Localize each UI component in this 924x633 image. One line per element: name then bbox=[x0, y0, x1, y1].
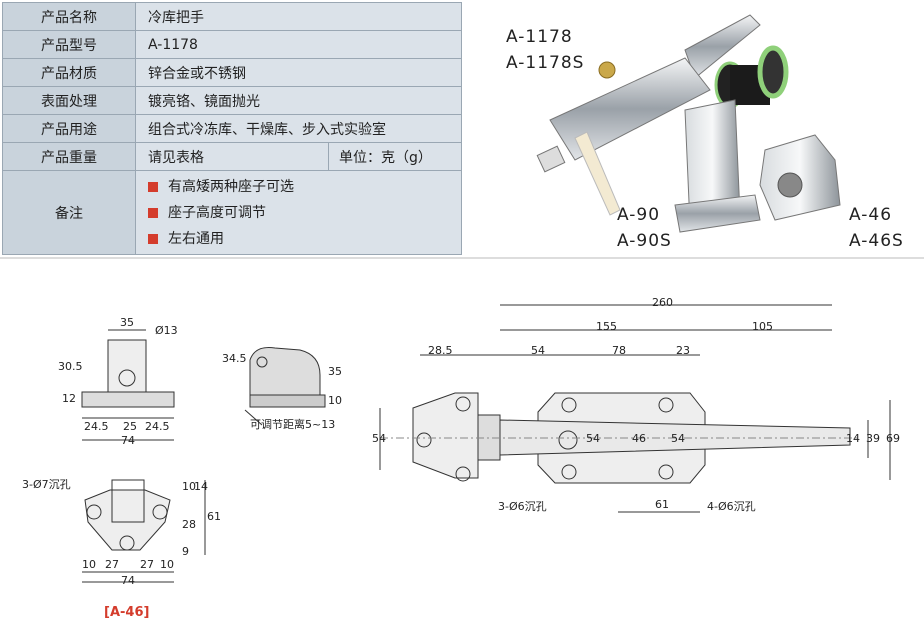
spec-value: A-1178 bbox=[135, 30, 462, 59]
spec-table: 产品名称 冷库把手 产品型号 A-1178 产品材质 锌合金或不锈钢 表面处理 … bbox=[2, 2, 462, 255]
model-handle: A-1178 A-1178S bbox=[506, 27, 585, 73]
dim-label: 34.5 bbox=[222, 352, 247, 365]
spec-value: 镀亮铬、镜面抛光 bbox=[135, 86, 462, 115]
dim-label: 61 bbox=[207, 510, 221, 523]
a46-front-view bbox=[81, 329, 175, 441]
dim-label: 23 bbox=[676, 344, 690, 357]
a46-top-view bbox=[82, 479, 206, 583]
notes-cell: 有高矮两种座子可选 座子高度可调节 左右通用 bbox=[135, 170, 462, 255]
dim-label: 10 bbox=[160, 558, 174, 571]
dim-label: 10 bbox=[182, 480, 196, 493]
drawing-caption: [A-46] bbox=[104, 605, 150, 620]
tall-base-photo bbox=[674, 99, 761, 233]
dim-label: 9 bbox=[182, 545, 189, 558]
spec-row: 产品名称 冷库把手 bbox=[2, 2, 462, 31]
short-base-photo bbox=[759, 134, 841, 221]
note-item: 左右通用 bbox=[148, 226, 461, 252]
dim-label: 30.5 bbox=[58, 360, 83, 373]
hole-note: 3-Ø7沉孔 bbox=[22, 478, 71, 491]
spec-row: 产品用途 组合式冷冻库、干燥库、步入式实验室 bbox=[2, 114, 462, 143]
dim-label: 35 bbox=[328, 365, 342, 378]
handle-drawing bbox=[379, 304, 891, 513]
spec-value: 组合式冷冻库、干燥库、步入式实验室 bbox=[135, 114, 462, 143]
bullet-square-icon bbox=[148, 233, 158, 244]
spec-value: 锌合金或不锈钢 bbox=[135, 58, 462, 87]
spec-key: 表面处理 bbox=[2, 86, 136, 115]
notes-key: 备注 bbox=[2, 170, 136, 255]
dim-label: 74 bbox=[121, 434, 135, 447]
dim-label: 12 bbox=[62, 392, 76, 405]
dim-label: 155 bbox=[596, 320, 617, 333]
dim-label: 24.5 bbox=[84, 420, 109, 433]
spec-key: 产品重量 bbox=[2, 142, 136, 171]
dim-label: 35 bbox=[120, 316, 134, 329]
dim-label: 61 bbox=[655, 498, 669, 511]
bullet-square-icon bbox=[148, 207, 158, 218]
spec-row: 产品重量 请见表格 单位：克（g） bbox=[2, 142, 462, 171]
hole-note: 4-Ø6沉孔 bbox=[707, 500, 756, 513]
dim-label: 54 bbox=[372, 432, 386, 445]
model-tall-base: A-90 A-90S bbox=[617, 205, 672, 251]
spec-key: 产品用途 bbox=[2, 114, 136, 143]
spec-row: 产品材质 锌合金或不锈钢 bbox=[2, 58, 462, 87]
spec-key: 产品名称 bbox=[2, 2, 136, 31]
dim-label: 74 bbox=[121, 574, 135, 587]
dim-label: 28.5 bbox=[428, 344, 453, 357]
side-note: 可调节距离5~13 bbox=[250, 418, 336, 431]
dim-label: 69 bbox=[886, 432, 900, 445]
dim-label: 27 bbox=[105, 558, 119, 571]
a46-side-view bbox=[244, 347, 326, 426]
dim-label: 105 bbox=[752, 320, 773, 333]
notes-list: 有高矮两种座子可选 座子高度可调节 左右通用 bbox=[148, 174, 461, 252]
dim-label: 46 bbox=[632, 432, 646, 445]
dim-label: 24.5 bbox=[145, 420, 170, 433]
dim-label: 39 bbox=[866, 432, 880, 445]
model-short-base: A-46 A-46S bbox=[849, 205, 904, 251]
dim-label: 54 bbox=[586, 432, 600, 445]
notes-row: 备注 有高矮两种座子可选 座子高度可调节 左右通用 bbox=[2, 170, 462, 255]
product-photo bbox=[536, 14, 841, 233]
dim-label: 14 bbox=[194, 480, 208, 493]
handle-photo bbox=[536, 14, 761, 216]
spec-row: 产品型号 A-1178 bbox=[2, 30, 462, 59]
spec-row: 表面处理 镀亮铬、镜面抛光 bbox=[2, 86, 462, 115]
dim-label: 14 bbox=[846, 432, 860, 445]
gasket-photo bbox=[714, 45, 789, 109]
note-item: 座子高度可调节 bbox=[148, 200, 461, 226]
dim-label: 28 bbox=[182, 518, 196, 531]
dim-label: 78 bbox=[612, 344, 626, 357]
dim-label: 27 bbox=[140, 558, 154, 571]
weight-unit: 单位：克（g） bbox=[328, 142, 462, 171]
dim-label: 54 bbox=[671, 432, 685, 445]
dim-label: 260 bbox=[652, 296, 673, 309]
dim-label: 54 bbox=[531, 344, 545, 357]
dim-label: Ø13 bbox=[155, 324, 178, 337]
dim-label: 25 bbox=[123, 420, 137, 433]
note-item: 有高矮两种座子可选 bbox=[148, 174, 461, 200]
bullet-square-icon bbox=[148, 181, 158, 192]
dim-label: 10 bbox=[328, 394, 342, 407]
spec-key: 产品材质 bbox=[2, 58, 136, 87]
hole-note: 3-Ø6沉孔 bbox=[498, 500, 547, 513]
dim-label: 10 bbox=[82, 558, 96, 571]
